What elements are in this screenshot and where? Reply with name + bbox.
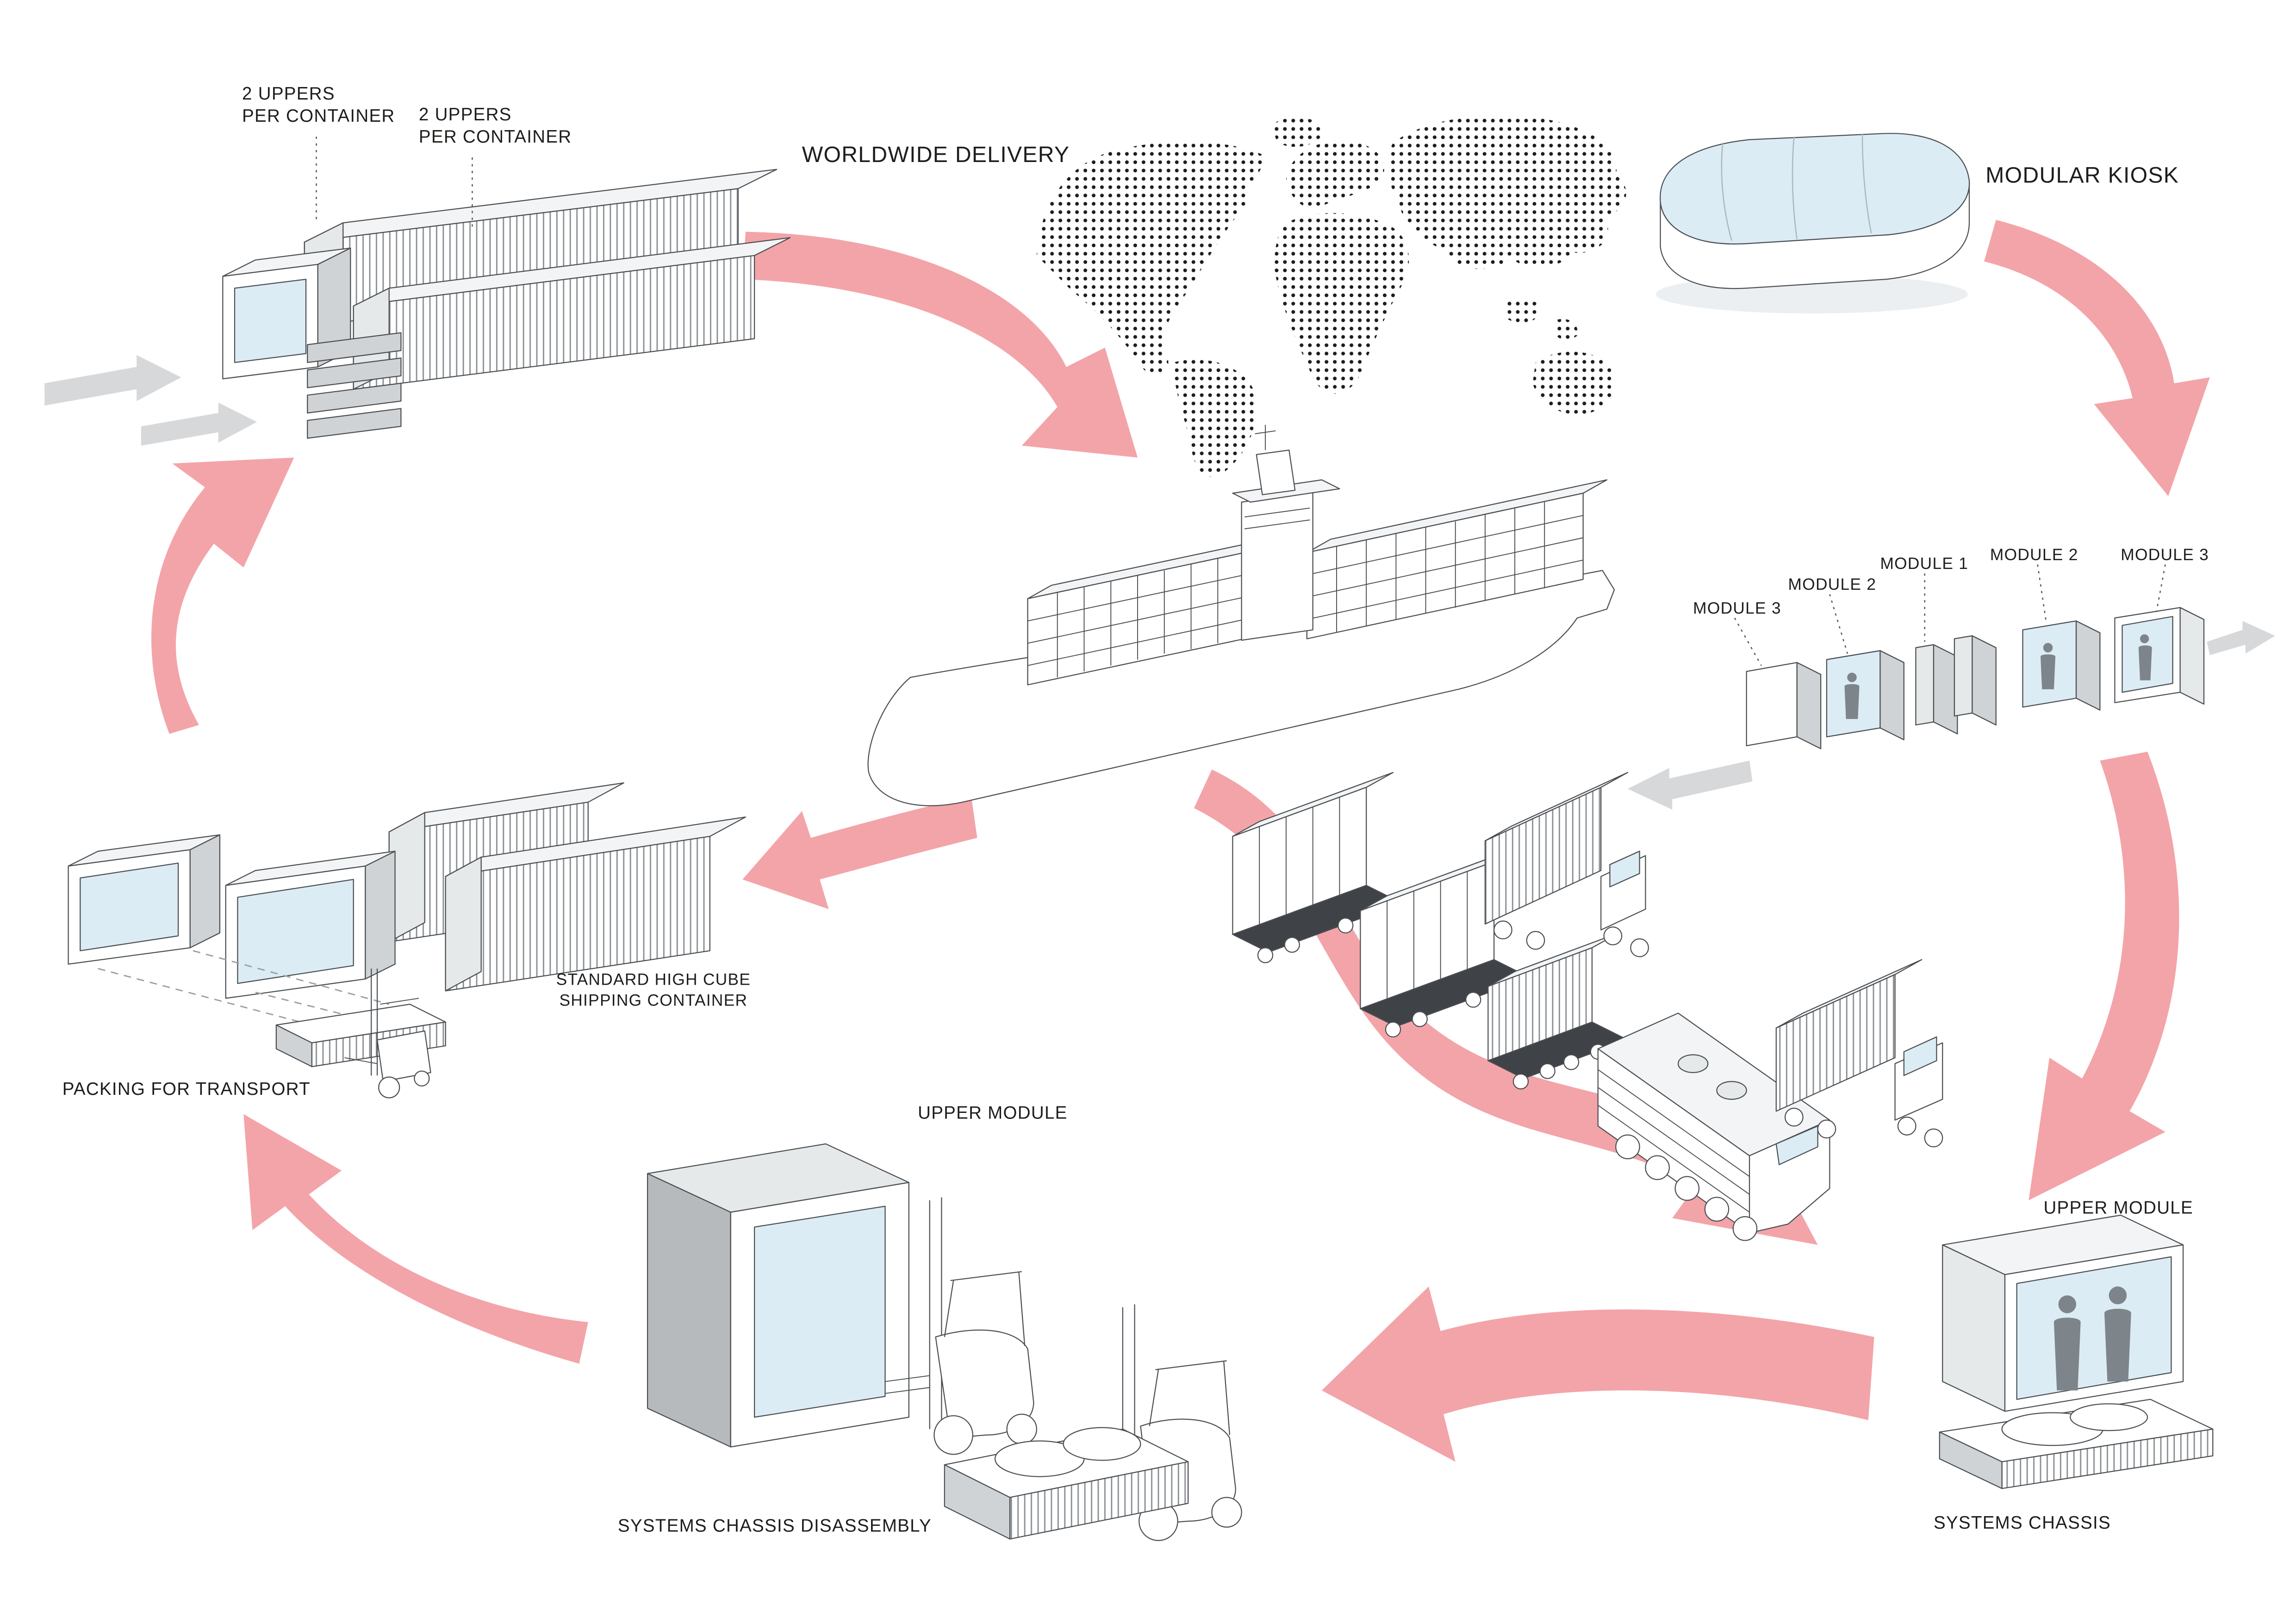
gray-arrow-modules-out — [2207, 621, 2276, 656]
uppers-container-illustration — [44, 137, 791, 446]
world-map — [1036, 115, 1626, 477]
label-worldwide-delivery: WORLDWIDE DELIVERY — [802, 143, 1070, 168]
upper-module-being-loaded — [222, 247, 351, 380]
label-upper-module-right: UPPER MODULE — [2043, 1197, 2193, 1218]
module-leader-lines — [1734, 564, 2166, 666]
chassis-tray-stack — [307, 332, 402, 439]
ship-containers-fore — [1306, 479, 1608, 639]
ship-superstructure — [1232, 425, 1340, 641]
container-front — [353, 237, 791, 390]
train-canopy-wagon-2 — [1360, 846, 1531, 1037]
forklift-1 — [885, 1197, 1037, 1455]
train-container-wagon — [1487, 932, 1629, 1090]
module-row-illustration — [1627, 564, 2276, 810]
label-systems-chassis-disassembly: SYSTEMS CHASSIS DISASSEMBLY — [617, 1515, 932, 1537]
flow-arrow-modules-to-upper-module — [2028, 751, 2179, 1200]
module-occupants — [2053, 1286, 2131, 1391]
label-module-2-left: MODULE 2 — [1788, 576, 1877, 594]
packing-container-front — [445, 816, 746, 992]
module-1-panels — [1915, 635, 1997, 735]
gray-arrow-load-1 — [44, 355, 181, 406]
flow-arrow-disassembly-to-packing — [243, 1114, 588, 1364]
label-upper-module-center: UPPER MODULE — [918, 1102, 1068, 1123]
label-module-3-right: MODULE 3 — [2121, 546, 2209, 565]
module-3-right — [2114, 607, 2205, 705]
flow-arrow-ship-to-packing — [742, 796, 977, 909]
label-uppers-2: 2 UPPERS PER CONTAINER — [418, 104, 572, 147]
gray-arrow-modules-in — [1627, 760, 1753, 810]
label-module-1: MODULE 1 — [1880, 556, 1969, 574]
map-greenland — [1271, 117, 1325, 147]
map-north-america — [1036, 142, 1263, 375]
label-standard-container: STANDARD HIGH CUBE SHIPPING CONTAINER — [556, 971, 751, 1010]
label-modular-kiosk: MODULAR KIOSK — [1985, 163, 2179, 189]
packing-forklift — [344, 968, 431, 1099]
flow-arrow-kiosk-to-modules — [1984, 219, 2210, 496]
packing-module-small — [68, 834, 221, 965]
module-2-right — [2022, 620, 2101, 711]
train-canopy-wagon-1 — [1232, 772, 1403, 963]
truck-1 — [1484, 772, 1649, 957]
packing-module-large — [225, 850, 396, 999]
flow-arrow-packing-to-containers — [151, 457, 294, 734]
module-2-left — [1826, 650, 1904, 741]
kiosk-roof — [1660, 133, 1970, 245]
upper-module-illustration — [1942, 1214, 2184, 1412]
packing-illustration — [68, 782, 746, 1099]
map-europe — [1286, 141, 1384, 211]
map-island-2 — [1553, 319, 1578, 340]
map-south-america — [1173, 359, 1256, 477]
modular-kiosk-illustration — [1655, 133, 1970, 314]
truck-2 — [1775, 959, 1943, 1148]
label-module-2-right: MODULE 2 — [1990, 546, 2078, 565]
label-uppers-1: 2 UPPERS PER CONTAINER — [242, 83, 395, 126]
label-module-3-left: MODULE 3 — [1693, 600, 1781, 618]
kiosk-panel-seams — [1721, 133, 1872, 241]
label-packing-for-transport: PACKING FOR TRANSPORT — [62, 1078, 311, 1099]
flow-arrow-upper-module-to-disassembly — [1321, 1286, 1874, 1462]
flow-arrow-containers-to-ship — [742, 231, 1138, 458]
disassembly-illustration — [647, 1143, 1242, 1541]
map-asia — [1388, 115, 1626, 269]
map-island-1 — [1506, 298, 1542, 323]
disassembly-upper-module — [647, 1143, 909, 1448]
ship-containers-aft — [1027, 538, 1269, 686]
module-3-left — [1746, 662, 1822, 750]
systems-chassis-illustration — [1939, 1399, 2214, 1489]
label-systems-chassis: SYSTEMS CHASSIS — [1933, 1512, 2111, 1533]
gray-arrow-load-2 — [141, 402, 257, 446]
map-africa — [1274, 213, 1409, 394]
train-illustration — [1232, 772, 1830, 1241]
container-ship — [867, 425, 1615, 806]
disassembly-chassis-tray — [944, 1427, 1189, 1540]
map-australia — [1532, 351, 1615, 414]
